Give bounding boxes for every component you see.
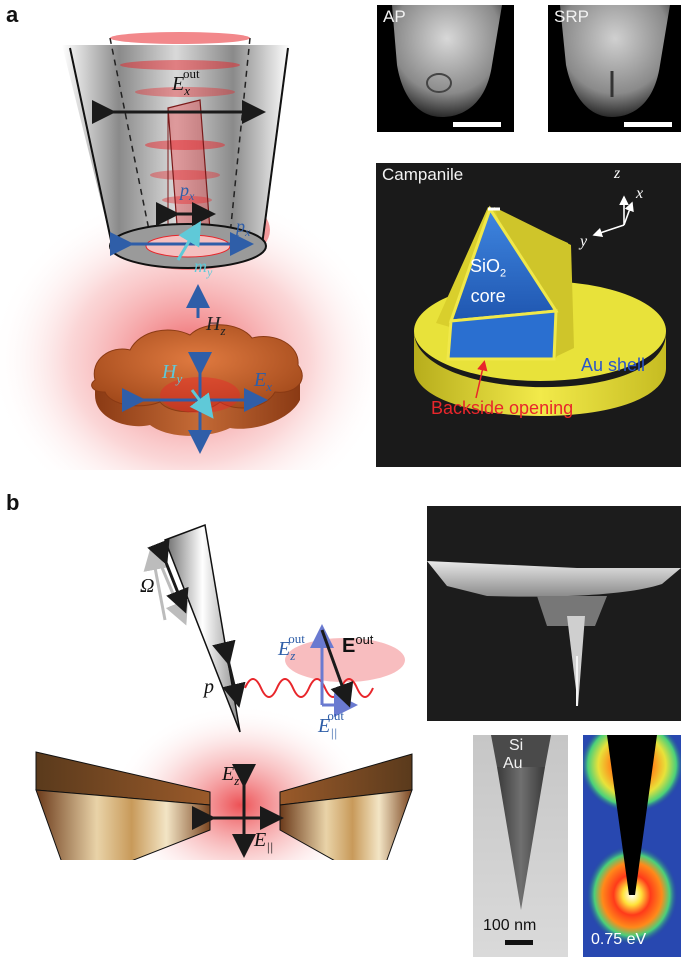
px2-label: px (234, 216, 251, 239)
sio2-core-label: SiO2 core (470, 256, 507, 306)
ex-particle-label: Ex (253, 369, 272, 394)
au-shell-label: Au shell (581, 355, 646, 375)
hy-arrow (189, 389, 214, 419)
tem-au-tip (497, 767, 545, 910)
m-arrow (176, 220, 202, 261)
tem-scale-label: 100 nm (483, 917, 537, 934)
field-bands (110, 32, 250, 204)
needle-tip (164, 523, 241, 733)
tem-si-label: Si (509, 737, 524, 754)
p-label: p (202, 676, 214, 698)
campanile-title: Campanile (382, 165, 464, 184)
hz-label: Hz (205, 313, 226, 338)
scale-bar-srp (624, 122, 672, 127)
omega-arrow (147, 538, 189, 614)
ez-out-label: Ezout (277, 631, 305, 663)
panel-b-schematic: Ω p Ezout Eout E||out Ez E|| (35, 523, 413, 860)
axis-z-label: z (614, 165, 621, 182)
emission-wave (244, 678, 374, 698)
px-label: px (178, 180, 195, 203)
m-label: my (194, 256, 213, 279)
e-out-arrow (320, 629, 354, 708)
epar-gap-label: E|| (253, 829, 273, 854)
tem-image: Si Au 100 nm (473, 735, 568, 957)
backside-opening-arrow (475, 360, 488, 399)
eels-tip-silhouette (607, 735, 657, 895)
sem-label-srp: SRP (554, 7, 589, 26)
omega-label: Ω (140, 575, 154, 597)
hy-label: Hy (161, 361, 182, 386)
tem-au-label: Au (503, 755, 523, 772)
epar-out-label: E||out (317, 708, 344, 740)
sem-label-ap: AP (383, 7, 406, 26)
backside-opening-label: Backside opening (431, 398, 574, 418)
campanile-render: Campanile SiO2 core Au shell Backside op… (376, 163, 681, 467)
panel-a-letter: a (6, 2, 19, 27)
cantilever-beam (427, 561, 681, 597)
axis-x-label: x (636, 185, 644, 202)
tem-si-region (491, 735, 551, 767)
panel-a-schematic: Exout px px my Hz Hy Ex (0, 0, 370, 470)
left-gold-antenna (35, 789, 211, 860)
sem-cantilever-tip (427, 506, 681, 721)
tem-scale-bar (505, 940, 533, 945)
eels-map: 0.75 eV (583, 735, 681, 957)
axis-y-label: y (580, 233, 588, 250)
eels-energy-label: 0.75 eV (591, 931, 647, 948)
sem-image-srp: SRP (548, 5, 681, 132)
ez-gap-label: Ez (221, 763, 239, 788)
scale-bar-ap (453, 122, 501, 127)
axes-triad (592, 195, 634, 238)
e-out-label: Eout (342, 632, 374, 657)
ex-out-label: Exout (171, 66, 200, 98)
p-arrow (212, 639, 246, 708)
sem-image-ap: AP (377, 5, 514, 132)
panel-b-letter: b (6, 490, 20, 515)
